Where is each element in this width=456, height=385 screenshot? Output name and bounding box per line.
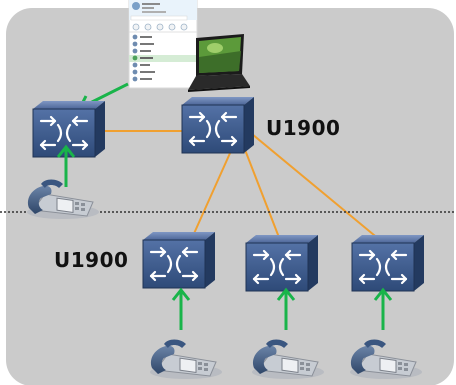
- link-center-to-bottom-1: [191, 141, 236, 239]
- device-label-top: U1900: [266, 116, 341, 140]
- link-center-to-bottom-2: [241, 141, 281, 241]
- network-links: [105, 130, 381, 241]
- link-center-to-bottom-3: [251, 133, 381, 241]
- background-panel: [6, 8, 454, 385]
- switch-bottom-3-icon: [350, 233, 426, 293]
- device-label-left: U1900: [54, 248, 129, 272]
- softclient-screenshot: [128, 0, 198, 89]
- switch-top-center-icon: [180, 95, 256, 155]
- switch-bottom-2-icon: [244, 233, 320, 293]
- switch-bottom-1-icon: [141, 230, 217, 290]
- laptop-icon: [188, 34, 250, 92]
